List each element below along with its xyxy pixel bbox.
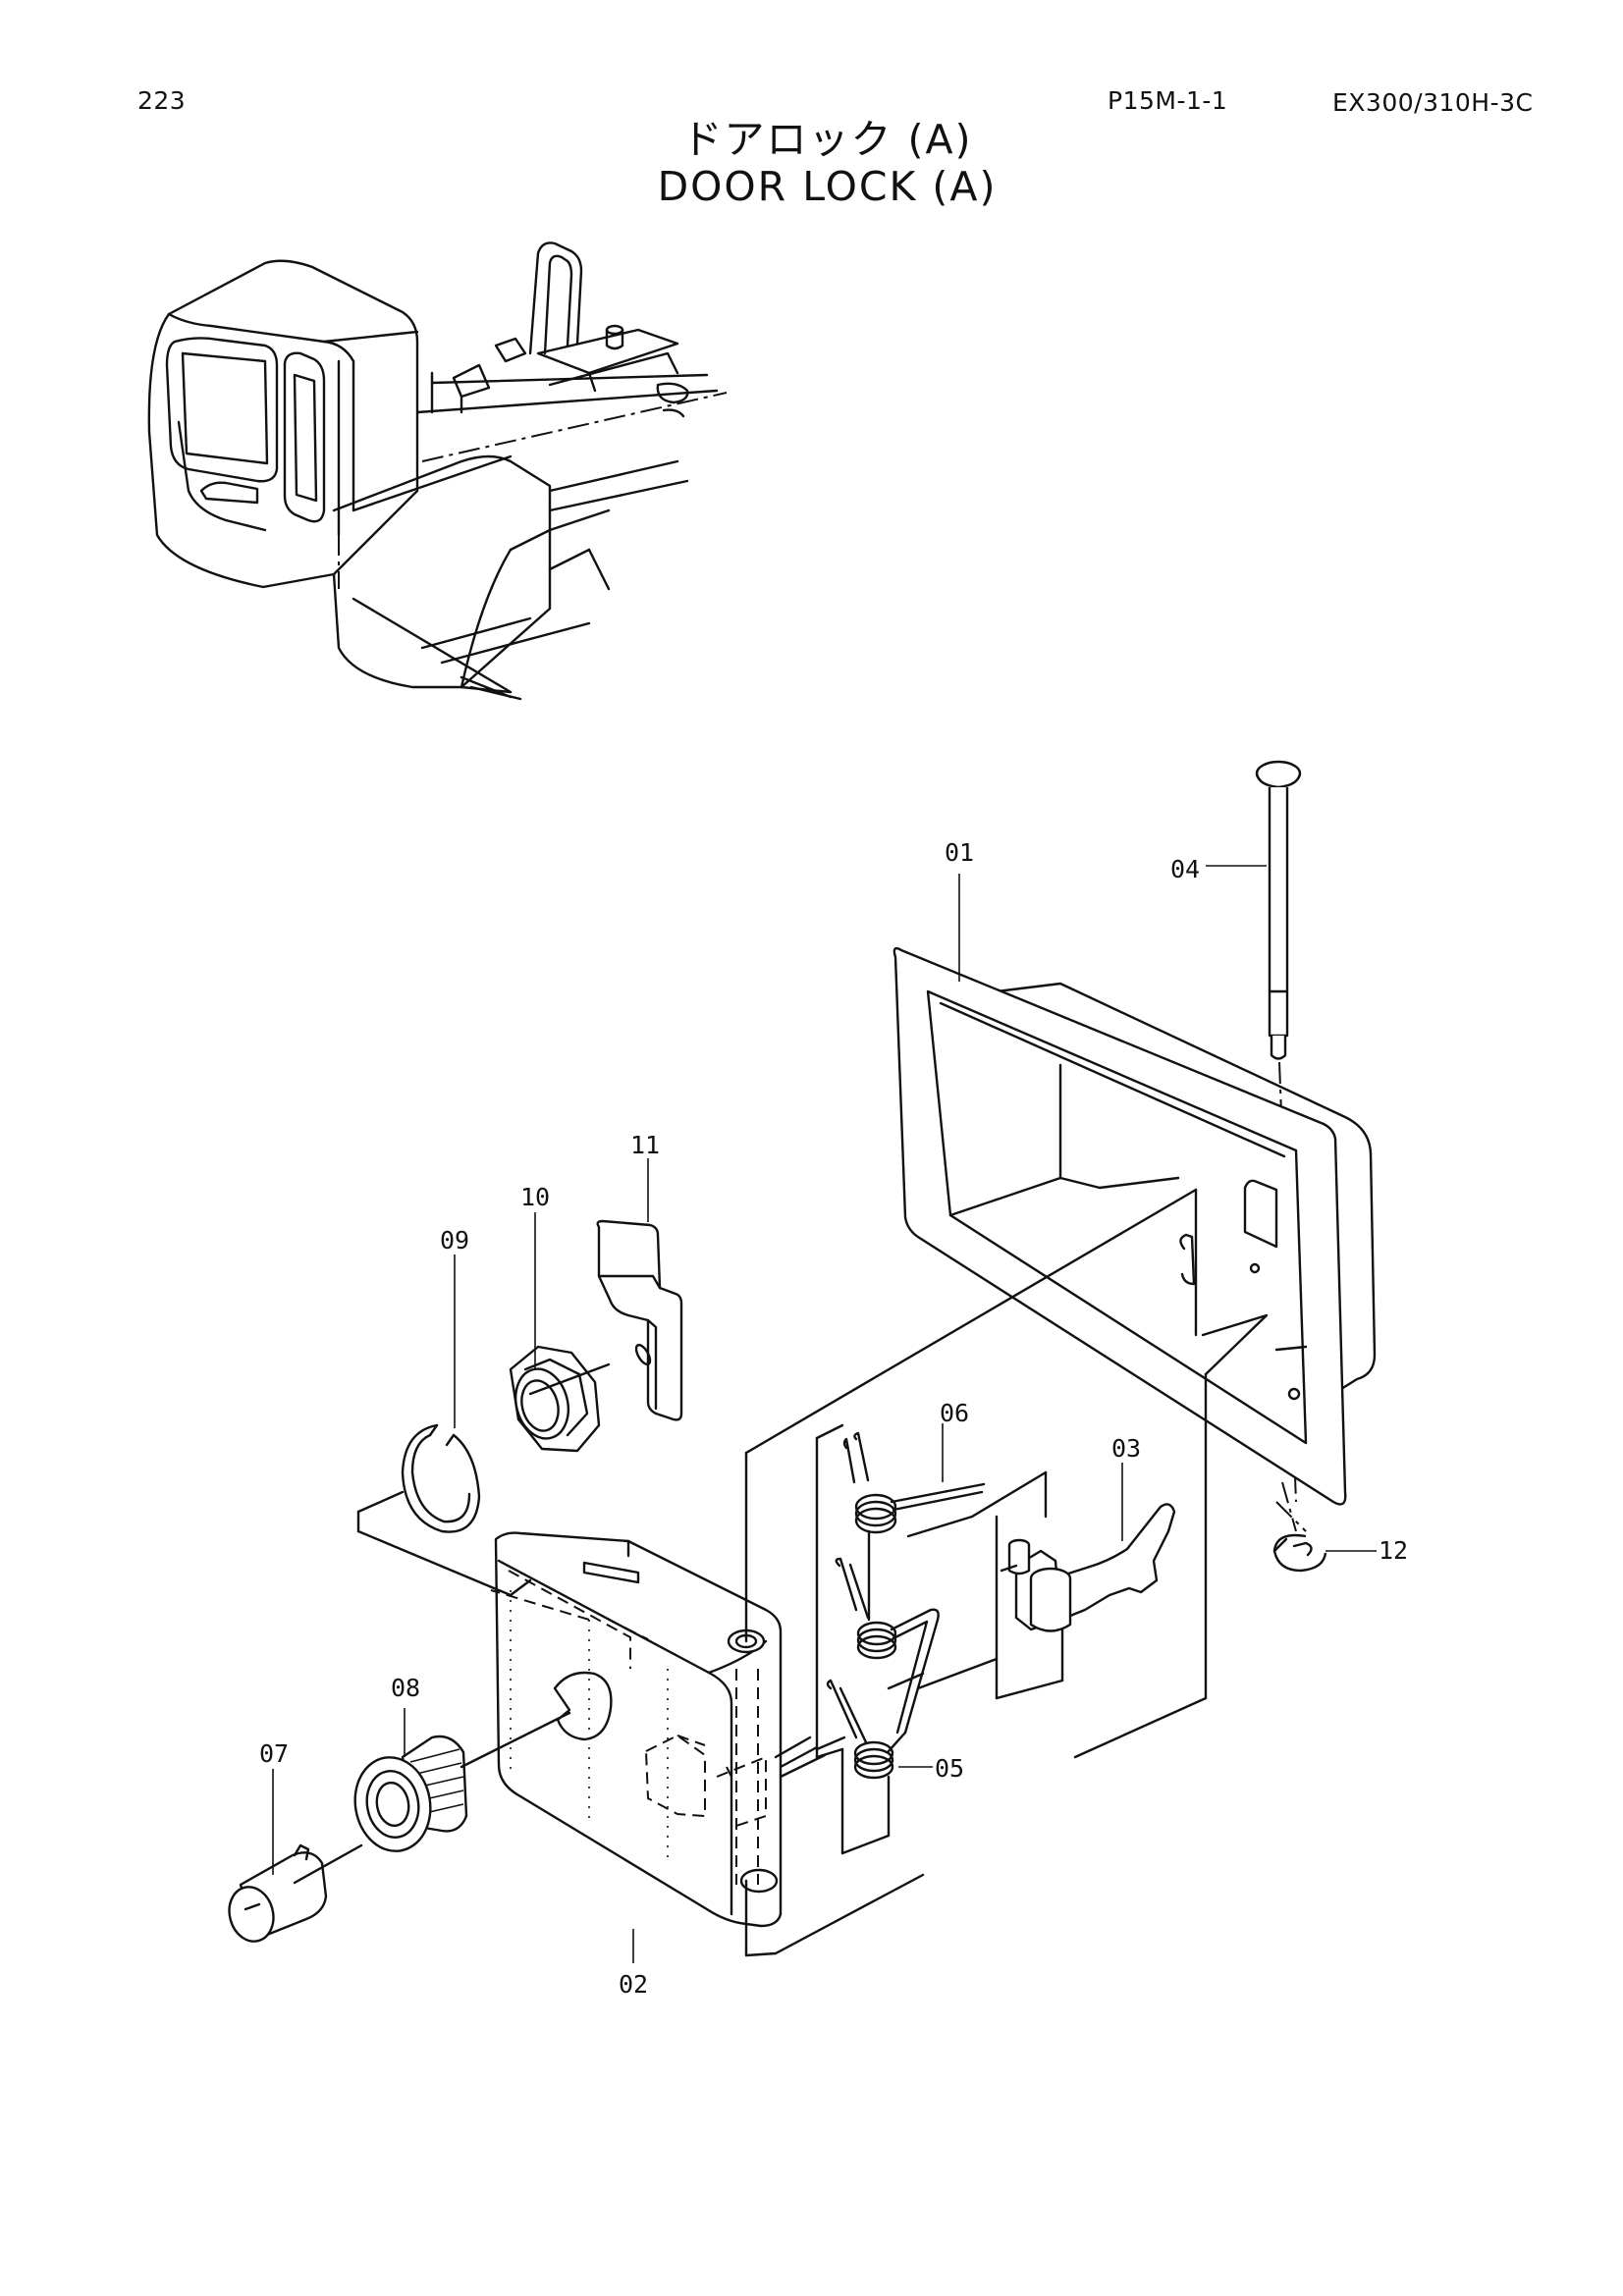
callout-labels: 01 04 11 10 09 06 03 12 08 05 07 02 [259,838,1408,1999]
page-number: 223 [137,86,187,115]
part-03-latch-cam [1000,1503,1176,1632]
part-07-key-cylinder [228,1843,328,1943]
callout-05: 05 [935,1754,964,1783]
cab-locator-sketch [147,241,728,701]
callout-01: 01 [945,838,974,867]
callout-06: 06 [940,1399,969,1427]
part-01-housing [893,946,1377,1506]
callout-04: 04 [1170,855,1200,883]
part-02-latch-body [494,1531,783,1928]
callout-02: 02 [619,1970,648,1999]
callout-07: 07 [259,1739,289,1768]
sheet-code: P15M-1-1 [1108,86,1228,115]
callout-10: 10 [520,1183,550,1211]
callout-08: 08 [391,1674,420,1702]
callout-11: 11 [630,1131,660,1159]
callout-03: 03 [1111,1434,1141,1463]
leader-lines [272,865,1377,1963]
part-11-plate [596,1219,683,1421]
part-10-nut [509,1345,601,1453]
page-title-english: DOOR LOCK (A) [657,163,998,210]
part-12-e-ring [1272,1533,1327,1573]
part-06-spring [842,1431,986,1534]
callout-09: 09 [440,1226,469,1255]
part-05-springs [826,1557,940,1780]
page-title-japanese: ドアロック (A) [681,116,973,163]
part-08-bushing [353,1735,468,1852]
assembly-lines [293,1188,1307,1957]
callout-12: 12 [1379,1536,1408,1565]
part-09-snap-ring [401,1423,481,1533]
machine-model: EX300/310H-3C [1332,88,1534,117]
